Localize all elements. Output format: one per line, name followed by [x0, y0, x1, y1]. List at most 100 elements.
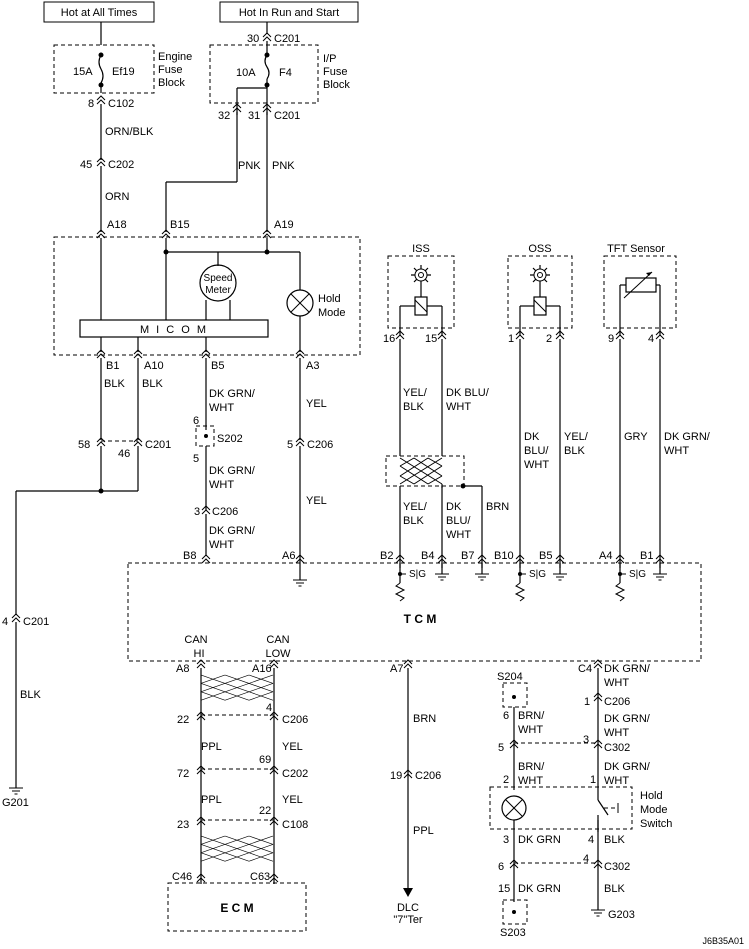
svg-text:S202: S202 — [217, 433, 243, 445]
svg-text:4: 4 — [266, 702, 272, 714]
svg-text:BLK: BLK — [604, 834, 625, 846]
svg-text:C206: C206 — [307, 439, 333, 451]
svg-text:DK GRN/: DK GRN/ — [604, 761, 651, 773]
svg-text:WHT: WHT — [518, 724, 543, 736]
svg-text:A19: A19 — [274, 219, 294, 231]
hold-mode-switch — [597, 790, 619, 832]
svg-text:Block: Block — [323, 79, 350, 91]
svg-text:Switch: Switch — [640, 818, 672, 830]
svg-text:YEL: YEL — [306, 495, 327, 507]
svg-text:BLU/: BLU/ — [524, 445, 549, 457]
svg-text:A18: A18 — [107, 219, 127, 231]
svg-text:F4: F4 — [279, 67, 292, 79]
svg-text:DK GRN: DK GRN — [518, 834, 561, 846]
svg-text:A8: A8 — [176, 663, 189, 675]
svg-text:WHT: WHT — [446, 529, 471, 541]
svg-text:30: 30 — [247, 33, 259, 45]
svg-text:YEL/: YEL/ — [564, 431, 589, 443]
svg-text:B7: B7 — [461, 550, 474, 562]
svg-text:69: 69 — [259, 754, 271, 766]
hold-mode-switch-circuit: C4 DK GRN/ WHT 1 C206 DK GRN/ WHT S204 6… — [489, 659, 672, 939]
dlc-circuit: A7 BRN 19 C206 PPL DLC "7"Ter — [390, 659, 441, 926]
svg-text:WHT: WHT — [664, 445, 689, 457]
svg-text:10A: 10A — [236, 67, 256, 79]
svg-text:15: 15 — [425, 333, 437, 345]
svg-text:C302: C302 — [604, 742, 630, 754]
svg-text:DK: DK — [446, 501, 462, 513]
svg-text:BLK: BLK — [104, 378, 125, 390]
svg-text:Fuse: Fuse — [323, 66, 347, 78]
source-hot-at-all-times: Hot at All Times — [43, 1, 155, 23]
svg-text:BLK: BLK — [564, 445, 585, 457]
svg-text:TFT Sensor: TFT Sensor — [607, 243, 665, 255]
svg-text:22: 22 — [259, 805, 271, 817]
svg-text:Hold: Hold — [640, 790, 663, 802]
svg-text:WHT: WHT — [604, 727, 629, 739]
svg-text:C102: C102 — [108, 98, 134, 110]
svg-text:WHT: WHT — [446, 401, 471, 413]
svg-text:9: 9 — [608, 333, 614, 345]
svg-text:5: 5 — [498, 742, 504, 754]
oss-sensor: OSS 1 2 DK BLU/ WHT YEL/ BLK — [507, 243, 589, 568]
svg-text:YEL/: YEL/ — [403, 501, 428, 513]
svg-text:Hot at All Times: Hot at All Times — [61, 7, 138, 19]
svg-text:I/P: I/P — [323, 53, 336, 65]
svg-text:YEL: YEL — [282, 794, 303, 806]
svg-text:OSS: OSS — [528, 243, 551, 255]
svg-text:PNK: PNK — [238, 160, 261, 172]
svg-text:CAN: CAN — [266, 634, 289, 646]
svg-text:T C M: T C M — [404, 612, 437, 626]
svg-text:1: 1 — [584, 696, 590, 708]
svg-text:4: 4 — [588, 834, 594, 846]
svg-text:B5: B5 — [211, 360, 224, 372]
svg-text:A6: A6 — [282, 550, 295, 562]
blk-ground-circuit: 58 46 C201 4 C201 BLK G201 — [2, 437, 171, 809]
svg-text:PPL: PPL — [201, 741, 222, 753]
source-hot-in-run-and-start: Hot In Run and Start — [219, 1, 359, 23]
svg-text:C201: C201 — [23, 616, 49, 628]
svg-text:C206: C206 — [415, 770, 441, 782]
svg-text:B1: B1 — [106, 360, 119, 372]
can-bus: CAN HI CAN LOW A8 A16 22 4 C206 PPL YEL … — [172, 634, 308, 884]
svg-text:31: 31 — [248, 110, 260, 122]
figure-id: J6B35A01 — [702, 936, 744, 946]
svg-text:B1: B1 — [640, 550, 653, 562]
svg-text:B5: B5 — [539, 550, 552, 562]
cluster-outputs: B1 A10 B5 A3 BLK BLK DK GRN/ WHT YEL — [96, 349, 327, 440]
svg-text:C4: C4 — [578, 663, 592, 675]
svg-text:3: 3 — [583, 734, 589, 746]
svg-text:WHT: WHT — [524, 459, 549, 471]
svg-text:C46: C46 — [172, 871, 192, 883]
svg-text:1: 1 — [590, 774, 596, 786]
svg-text:BRN: BRN — [413, 713, 436, 725]
svg-text:16: 16 — [383, 333, 395, 345]
svg-text:BLK: BLK — [403, 515, 424, 527]
svg-text:ORN: ORN — [105, 191, 130, 203]
svg-text:Mode: Mode — [640, 804, 668, 816]
yel-to-tcm: 5 C206 YEL A6 — [282, 437, 333, 587]
svg-text:A3: A3 — [306, 360, 319, 372]
svg-text:WHT: WHT — [209, 479, 234, 491]
svg-text:DK GRN/: DK GRN/ — [209, 465, 256, 477]
svg-text:WHT: WHT — [209, 402, 234, 414]
svg-text:DK GRN/: DK GRN/ — [209, 388, 256, 400]
svg-text:S204: S204 — [497, 671, 523, 683]
svg-text:C206: C206 — [604, 696, 630, 708]
hold-mode-lamp: Hold Mode — [286, 289, 346, 319]
svg-text:BRN/: BRN/ — [518, 710, 545, 722]
svg-text:WHT: WHT — [209, 539, 234, 551]
svg-text:A7: A7 — [390, 663, 403, 675]
ip-fuse-block: 30 C201 10A F4 I/P Fuse Block — [209, 22, 350, 115]
svg-text:LOW: LOW — [265, 648, 291, 660]
svg-text:CAN: CAN — [184, 634, 207, 646]
svg-text:C63: C63 — [250, 871, 270, 883]
svg-text:S|G: S|G — [409, 569, 426, 580]
ecm-module: E C M — [167, 882, 307, 932]
svg-text:B15: B15 — [170, 219, 190, 231]
svg-text:C201: C201 — [274, 110, 300, 122]
engine-fuse-block: 15A Ef19 Engine Fuse Block — [53, 22, 192, 94]
svg-text:B8: B8 — [183, 550, 196, 562]
tcm-module: T C M B2 B4 B7 B10 B5 A4 B1 S|G S|G S|G — [127, 550, 702, 662]
svg-text:M I C O M: M I C O M — [140, 324, 208, 336]
